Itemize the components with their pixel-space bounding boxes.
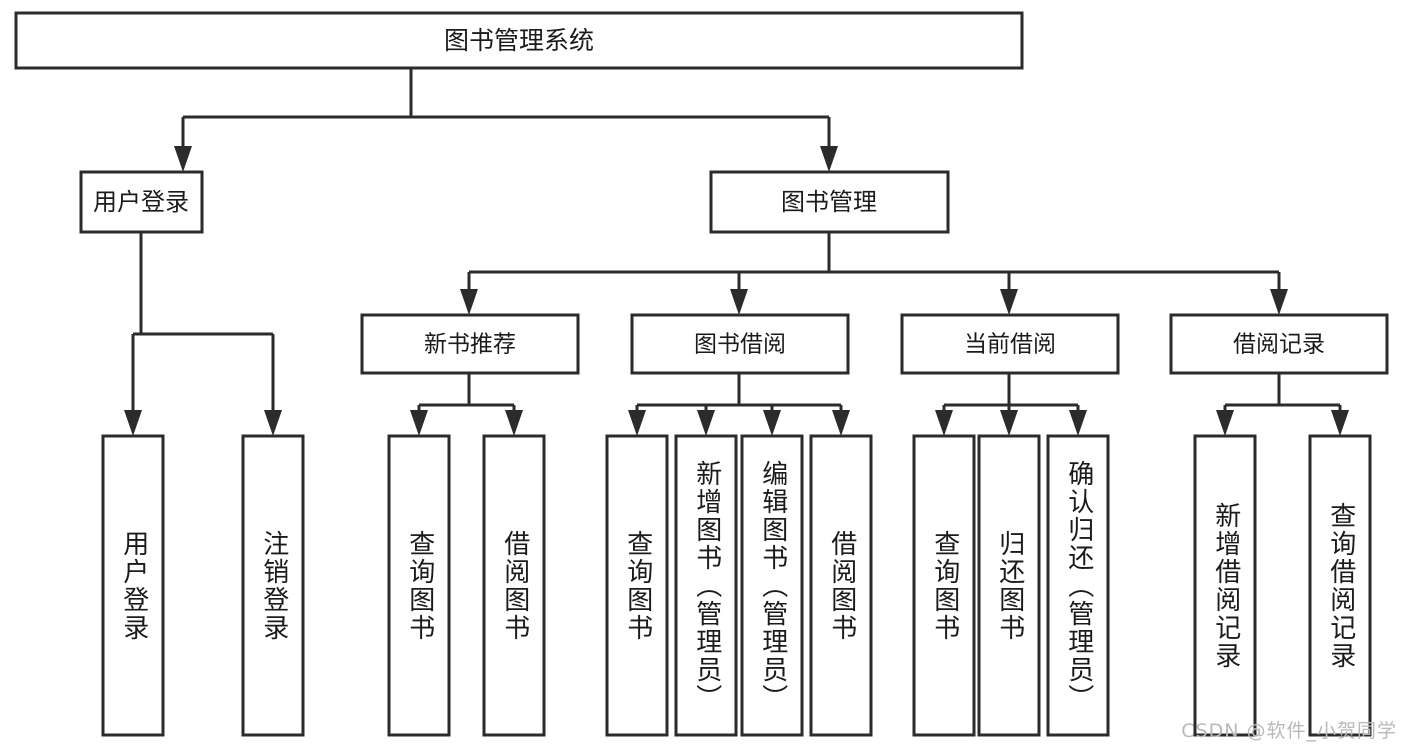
connector-currentborrow-to-leaves bbox=[935, 373, 1087, 436]
leaf-boxes bbox=[101, 434, 1372, 737]
leaf-box-user-login bbox=[101, 434, 165, 737]
leaf-box-query-record bbox=[1308, 434, 1372, 737]
connector-borrowrecord-to-leaves bbox=[1216, 373, 1349, 436]
node-root-label: 图书管理系统 bbox=[444, 26, 594, 55]
leaf-box-return-book bbox=[977, 434, 1041, 737]
leaf-box-borrow-book-rec bbox=[482, 434, 546, 737]
node-user-login[interactable]: 用户登录 bbox=[79, 170, 204, 234]
leaf-box-query-book-brw bbox=[605, 434, 669, 737]
node-book-management[interactable]: 图书管理 bbox=[709, 170, 950, 234]
node-new-book-recommend[interactable]: 新书推荐 bbox=[360, 313, 580, 375]
node-borrow-record[interactable]: 借阅记录 bbox=[1169, 313, 1389, 375]
leaf-box-query-book-cur bbox=[912, 434, 976, 737]
leaf-box-add-record bbox=[1193, 434, 1257, 737]
leaf-box-add-book bbox=[674, 434, 738, 737]
leaf-box-confirm-return bbox=[1046, 434, 1110, 737]
node-book-borrow[interactable]: 图书借阅 bbox=[630, 313, 850, 375]
node-book-borrow-label: 图书借阅 bbox=[694, 332, 786, 358]
node-root[interactable]: 图书管理系统 bbox=[14, 11, 1024, 70]
node-book-management-label: 图书管理 bbox=[781, 188, 877, 216]
node-user-login-label: 用户登录 bbox=[93, 188, 189, 216]
connector-level2-to-level3 bbox=[460, 232, 1288, 315]
node-current-borrow-label: 当前借阅 bbox=[964, 332, 1056, 358]
leaf-box-logout bbox=[241, 434, 305, 737]
connector-root-to-level2 bbox=[174, 68, 838, 172]
node-current-borrow[interactable]: 当前借阅 bbox=[900, 313, 1120, 375]
connector-userlogin-to-leaves bbox=[124, 232, 282, 436]
leaf-box-query-book-rec bbox=[387, 434, 451, 737]
leaf-box-edit-book bbox=[740, 434, 804, 737]
connector-newbook-to-leaves bbox=[410, 373, 523, 436]
node-borrow-record-label: 借阅记录 bbox=[1233, 332, 1325, 358]
leaf-box-borrow-book-brw bbox=[809, 434, 873, 737]
watermark: CSDN @软件_小贺同学 bbox=[1181, 720, 1397, 742]
node-new-book-recommend-label: 新书推荐 bbox=[424, 332, 516, 358]
connector-bookborrow-to-leaves bbox=[628, 373, 850, 436]
